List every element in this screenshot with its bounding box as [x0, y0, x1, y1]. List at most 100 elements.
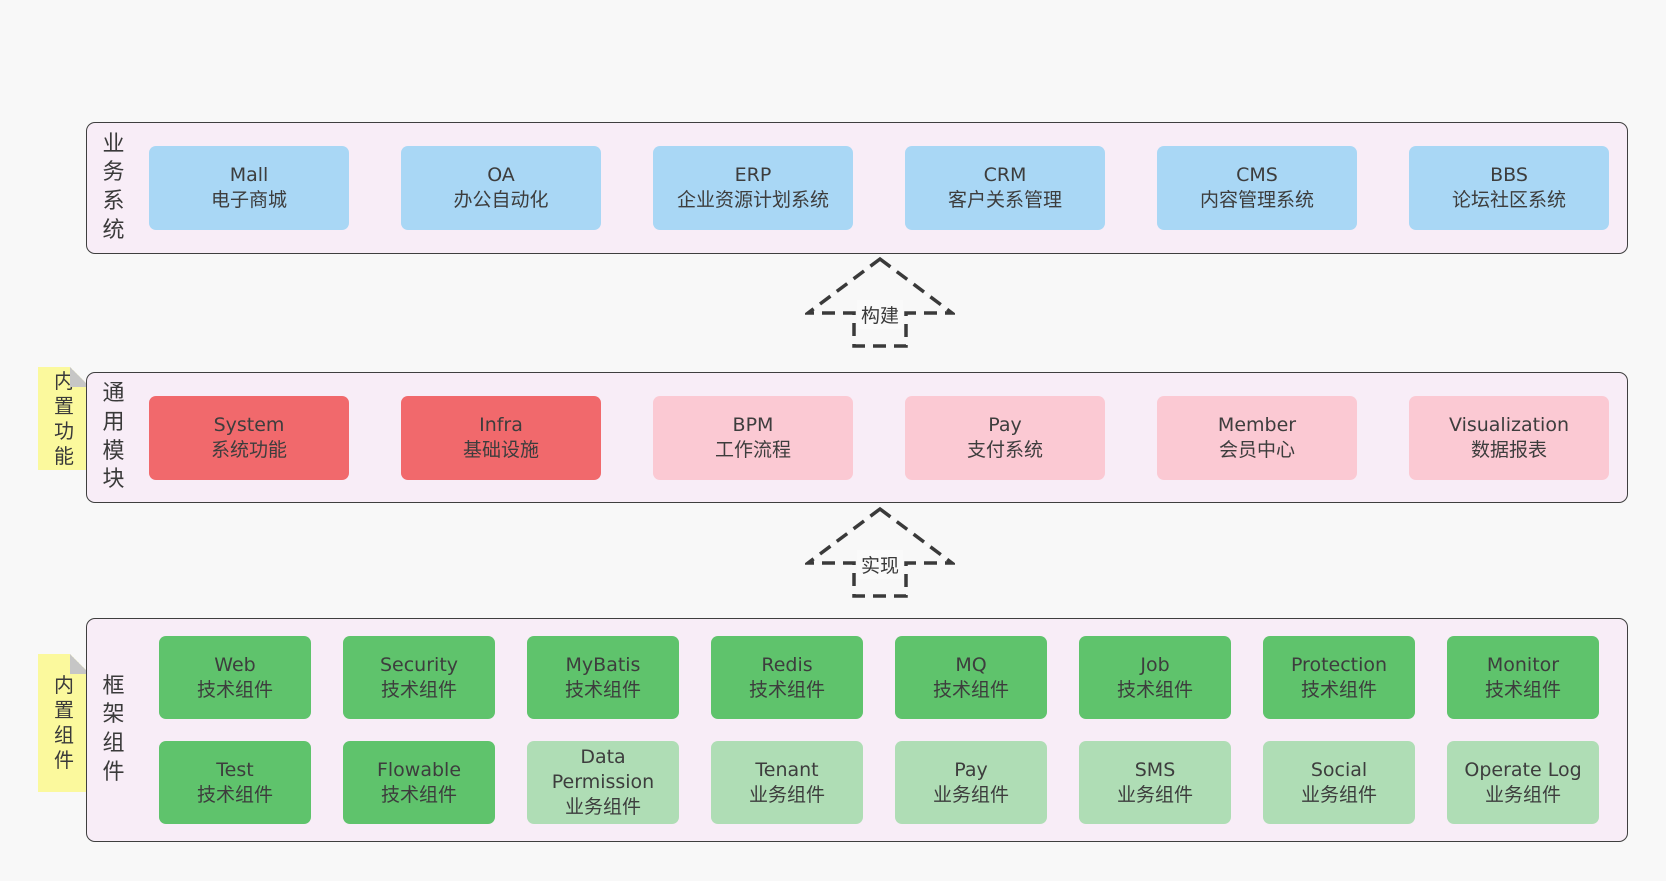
box-title: Operate Log [1464, 758, 1582, 781]
box-title: Pay [954, 758, 988, 781]
box-title: SMS [1134, 758, 1176, 781]
box-title: Tenant [755, 758, 819, 781]
box-title: Monitor [1486, 653, 1560, 676]
box-redis: Redis 技术组件 [711, 636, 863, 719]
box-mybatis: MyBatis 技术组件 [527, 636, 679, 719]
box-subtitle: 企业资源计划系统 [676, 189, 829, 211]
box-title: Test [216, 758, 254, 781]
box-tenant: Tenant 业务组件 [711, 741, 863, 824]
box-title: Social [1310, 758, 1368, 781]
box-subtitle: 技术组件 [380, 678, 457, 701]
box-system: System 系统功能 [149, 395, 349, 480]
box-subtitle: 业务组件 [1300, 783, 1377, 806]
box-subtitle: 支付系统 [966, 438, 1043, 461]
box-title: BPM [732, 413, 774, 436]
box-title: CMS [1236, 164, 1278, 187]
box-erp: ERP 企业资源计划系统 [653, 146, 853, 230]
box-title: System [213, 413, 285, 436]
box-subtitle: 技术组件 [1116, 678, 1193, 701]
box-title: MQ [955, 653, 987, 676]
box-subtitle: 论坛社区系统 [1451, 189, 1566, 211]
box-subtitle: 技术组件 [1484, 678, 1561, 701]
box-subtitle: 技术组件 [748, 678, 825, 701]
up-arrow-implement-icon: 实现 [805, 506, 955, 599]
component-row-2: Test 技术组件 Flowable 技术组件 Data Permission … [145, 741, 1613, 824]
box-subtitle: 技术组件 [380, 783, 457, 806]
box-subtitle: 业务组件 [1116, 783, 1193, 806]
box-cms: CMS 内容管理系统 [1157, 146, 1357, 230]
box-subtitle: 技术组件 [196, 783, 273, 806]
box-title: CRM [983, 164, 1027, 187]
box-operate-log: Operate Log 业务组件 [1447, 741, 1599, 824]
dashed-up-arrow-icon [805, 256, 955, 348]
box-title: Member [1217, 413, 1297, 436]
box-title: Redis [761, 653, 813, 676]
box-data-permission: Data Permission 业务组件 [527, 741, 679, 824]
box-subtitle: 技术组件 [1300, 678, 1377, 701]
component-row-1: Web 技术组件 Security 技术组件 MyBatis 技术组件 Redi… [145, 636, 1613, 719]
sticky-note-built-in-components: 内置组件 [38, 654, 90, 792]
box-oa: OA 办公自动化 [401, 146, 601, 230]
arrow-label: 构建 [856, 300, 904, 329]
box-title: ERP [734, 164, 772, 187]
box-test: Test 技术组件 [159, 741, 311, 824]
box-pay-system: Pay 支付系统 [905, 395, 1105, 480]
sticky-note-label: 内置功能 [54, 368, 74, 468]
box-bpm: BPM 工作流程 [653, 395, 853, 480]
box-infra: Infra 基础设施 [401, 395, 601, 480]
component-grid: Web 技术组件 Security 技术组件 MyBatis 技术组件 Redi… [127, 636, 1627, 824]
layer-label: 通用模块 [102, 381, 125, 493]
box-sms: SMS 业务组件 [1079, 741, 1231, 824]
box-subtitle: 办公自动化 [453, 189, 549, 211]
layer-common-modules: 通用模块 System 系统功能 Infra 基础设施 BPM 工作流程 Pay… [86, 372, 1628, 503]
box-subtitle: 业务组件 [748, 783, 825, 806]
box-subtitle: 技术组件 [932, 678, 1009, 701]
box-mq: MQ 技术组件 [895, 636, 1047, 719]
box-title: Visualization [1448, 413, 1569, 436]
box-monitor: Monitor 技术组件 [1447, 636, 1599, 719]
sticky-note-label: 内置组件 [54, 673, 74, 772]
box-subtitle: 基础设施 [462, 438, 539, 461]
box-title: Pay [988, 413, 1022, 436]
box-subtitle: 业务组件 [1484, 783, 1561, 806]
box-subtitle: 技术组件 [196, 678, 273, 701]
box-subtitle: 技术组件 [564, 678, 641, 701]
box-job: Job 技术组件 [1079, 636, 1231, 719]
box-title: MyBatis [565, 653, 641, 676]
box-title: Web [214, 653, 256, 676]
box-visualization: Visualization 数据报表 [1409, 395, 1609, 480]
layer-label: 框架组件 [102, 673, 125, 785]
box-subtitle: 电子商城 [210, 189, 287, 211]
box-security: Security 技术组件 [343, 636, 495, 719]
box-title: OA [487, 164, 515, 187]
dashed-up-arrow-icon [805, 506, 955, 598]
box-web: Web 技术组件 [159, 636, 311, 719]
layer-business-systems: 业务系统 Mall 电子商城 OA 办公自动化 ERP 企业资源计划系统 CRM… [86, 122, 1628, 254]
module-boxes: System 系统功能 Infra 基础设施 BPM 工作流程 Pay 支付系统… [127, 395, 1627, 480]
box-title: Infra [479, 413, 523, 436]
box-subtitle: 系统功能 [210, 438, 287, 461]
box-subtitle: 工作流程 [714, 438, 791, 461]
box-bbs: BBS 论坛社区系统 [1409, 146, 1609, 230]
box-subtitle: 数据报表 [1470, 438, 1547, 461]
box-mall: Mall 电子商城 [149, 146, 349, 230]
box-crm: CRM 客户关系管理 [905, 146, 1105, 230]
box-subtitle: 业务组件 [932, 783, 1009, 806]
box-subtitle: 会员中心 [1218, 438, 1295, 461]
box-subtitle: 内容管理系统 [1199, 189, 1314, 211]
layer-label: 业务系统 [102, 131, 125, 243]
layer-framework-components: 框架组件 Web 技术组件 Security 技术组件 MyBatis 技术组件… [86, 618, 1628, 842]
box-pay-component: Pay 业务组件 [895, 741, 1047, 824]
box-title: Mall [229, 164, 269, 187]
box-title: BBS [1490, 164, 1528, 187]
box-member: Member 会员中心 [1157, 395, 1357, 480]
box-subtitle: 业务组件 [564, 795, 641, 818]
business-boxes: Mall 电子商城 OA 办公自动化 ERP 企业资源计划系统 CRM 客户关系… [127, 146, 1627, 230]
box-flowable: Flowable 技术组件 [343, 741, 495, 824]
box-title: Data Permission [551, 746, 655, 794]
box-protection: Protection 技术组件 [1263, 636, 1415, 719]
arrow-label: 实现 [856, 550, 904, 579]
box-social: Social 业务组件 [1263, 741, 1415, 824]
box-title: Protection [1290, 653, 1388, 676]
